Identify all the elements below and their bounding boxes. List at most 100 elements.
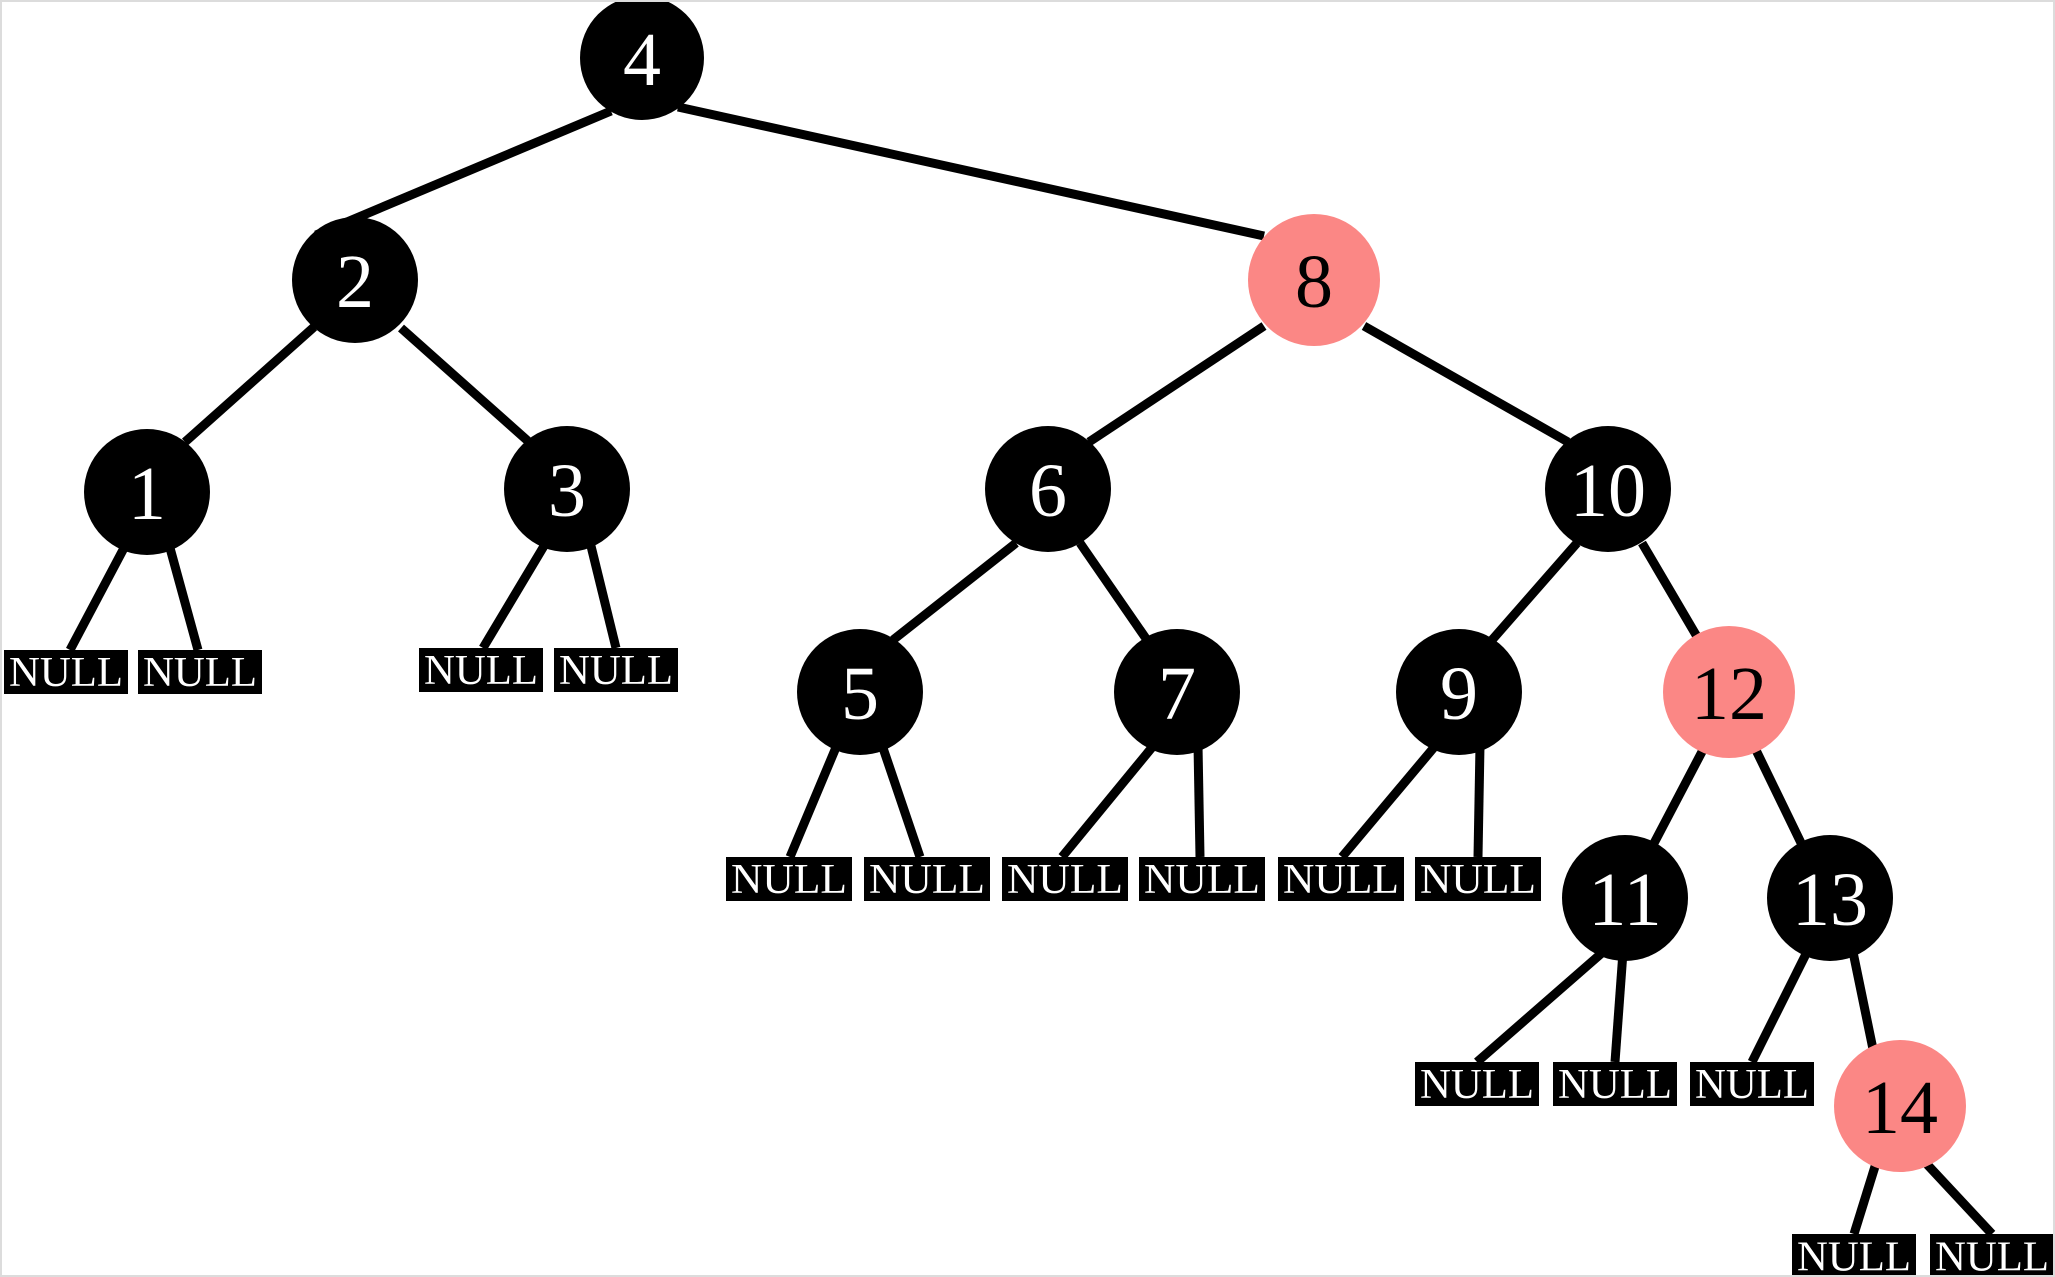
tree-edge-n14-x14 xyxy=(1849,1158,1882,1236)
null-leaf-label: NULL xyxy=(1797,1235,1911,1277)
tree-edge-n11-x12 xyxy=(1610,951,1628,1063)
tree-edge-n5-x5 xyxy=(785,743,842,859)
tree-node-9[interactable]: 9 xyxy=(1396,629,1522,755)
null-leaf-label: NULL xyxy=(559,648,673,694)
tree-node-3[interactable]: 3 xyxy=(504,426,630,552)
null-leaf-box: NULL xyxy=(1553,1062,1677,1108)
tree-node-label: 9 xyxy=(1440,652,1478,736)
null-leaf-rect xyxy=(4,650,128,694)
tree-node-1[interactable]: 1 xyxy=(84,429,210,555)
tree-edge-n12-n11 xyxy=(1648,743,1709,850)
tree-node-7[interactable]: 7 xyxy=(1114,629,1240,755)
null-leaf-box: NULL xyxy=(4,650,128,696)
null-leaf-box: NULL xyxy=(1002,857,1128,903)
tree-node-label: 3 xyxy=(548,449,586,533)
tree-node-label: 12 xyxy=(1691,652,1767,736)
tree-node-label: 1 xyxy=(128,452,166,536)
null-leaf-label: NULL xyxy=(1558,1062,1672,1108)
tree-edge-n10-n9 xyxy=(1488,540,1581,643)
tree-edge-n11-x11 xyxy=(1474,948,1606,1066)
tree-node-5[interactable]: 5 xyxy=(797,629,923,755)
tree-edge-n14-x15 xyxy=(1919,1156,1996,1238)
tree-node-circle-red[interactable] xyxy=(1663,626,1795,758)
tree-node-13[interactable]: 13 xyxy=(1767,835,1893,961)
null-leaf-rect xyxy=(1415,857,1541,901)
tree-node-label: 5 xyxy=(841,652,879,736)
tree-node-circle-black[interactable] xyxy=(292,217,418,343)
tree-node-circle-black[interactable] xyxy=(580,2,704,120)
tree-node-8[interactable]: 8 xyxy=(1248,214,1380,346)
null-leaf-rect xyxy=(1792,1234,1916,1275)
null-leaf-label: NULL xyxy=(1935,1235,2049,1277)
tree-edge-n10-n12 xyxy=(1638,540,1703,643)
null-leaf-rect xyxy=(864,857,990,901)
tree-node-circle-red[interactable] xyxy=(1248,214,1380,346)
tree-node-10[interactable]: 10 xyxy=(1545,426,1671,552)
tree-node-circle-black[interactable] xyxy=(797,629,923,755)
tree-node-12[interactable]: 12 xyxy=(1663,626,1795,758)
tree-node-circle-black[interactable] xyxy=(985,426,1111,552)
null-leaf-label: NULL xyxy=(1144,857,1260,903)
tree-node-circle-black[interactable] xyxy=(1114,629,1240,755)
null-leaf-box: NULL xyxy=(726,857,852,903)
tree-edge-n5-x6 xyxy=(877,743,925,859)
tree-node-14[interactable]: 14 xyxy=(1834,1040,1966,1172)
tree-node-circle-black[interactable] xyxy=(1562,835,1688,961)
null-leaf-label: NULL xyxy=(869,857,985,903)
null-leaf-rect xyxy=(138,650,262,694)
tree-edge-n8-n10 xyxy=(1361,322,1571,446)
null-leaf-label: NULL xyxy=(1007,857,1123,903)
null-leaf-rect xyxy=(1930,1234,2053,1275)
tree-node-circle-black[interactable] xyxy=(504,426,630,552)
tree-edge-n4-n8 xyxy=(677,102,1265,241)
tree-edge-n2-n1 xyxy=(182,323,317,446)
null-leaf-label: NULL xyxy=(143,650,257,696)
tree-edge-n4-n2 xyxy=(314,106,613,240)
null-leaf-box: NULL xyxy=(554,648,678,694)
edges-layer xyxy=(66,102,1996,1238)
null-leaf-label: NULL xyxy=(1420,857,1536,903)
tree-edge-n7-x7 xyxy=(1058,742,1158,860)
tree-node-circle-black[interactable] xyxy=(84,429,210,555)
tree-node-11[interactable]: 11 xyxy=(1562,835,1688,961)
null-leaf-rect xyxy=(419,648,543,692)
tree-node-4[interactable]: 4 xyxy=(580,2,704,120)
tree-edge-n3-x3 xyxy=(479,543,548,651)
tree-edge-n13-x13 xyxy=(1747,949,1812,1065)
null-leaf-label: NULL xyxy=(731,857,847,903)
tree-edge-n6-n5 xyxy=(890,539,1019,644)
tree-edge-n7-x8 xyxy=(1193,744,1205,858)
tree-node-circle-black[interactable] xyxy=(1396,629,1522,755)
tree-node-label: 2 xyxy=(336,240,374,324)
tree-node-6[interactable]: 6 xyxy=(985,426,1111,552)
null-leaf-box: NULL xyxy=(1278,857,1404,903)
tree-node-label: 13 xyxy=(1792,858,1868,942)
tree-node-label: 8 xyxy=(1295,240,1333,324)
tree-edge-n9-x10 xyxy=(1473,744,1485,858)
null-leaf-box: NULL xyxy=(419,648,543,694)
null-leaf-box: NULL xyxy=(1792,1234,1916,1277)
tree-node-label: 4 xyxy=(623,18,661,102)
null-leaf-box: NULL xyxy=(1930,1234,2053,1277)
null-leaf-label: NULL xyxy=(1420,1062,1534,1108)
null-leaf-box: NULL xyxy=(1415,1062,1539,1108)
tree-node-2[interactable]: 2 xyxy=(292,217,418,343)
null-leaf-box: NULL xyxy=(1415,857,1541,903)
null-leaf-label: NULL xyxy=(1283,857,1399,903)
null-leaf-box: NULL xyxy=(1690,1062,1814,1108)
tree-node-label: 6 xyxy=(1029,449,1067,533)
tree-edge-n3-x4 xyxy=(586,544,621,650)
tree-node-circle-black[interactable] xyxy=(1545,426,1671,552)
tree-node-circle-red[interactable] xyxy=(1834,1040,1966,1172)
tree-edge-n1-x1 xyxy=(66,545,128,653)
tree-node-circle-black[interactable] xyxy=(1767,835,1893,961)
null-leaf-rect xyxy=(1278,857,1404,901)
null-leaf-box: NULL xyxy=(1139,857,1265,903)
tree-edge-n2-n3 xyxy=(398,324,532,446)
null-leaf-rect xyxy=(1002,857,1128,901)
null-leaf-rect xyxy=(1139,857,1265,901)
tree-node-label: 10 xyxy=(1570,449,1646,533)
